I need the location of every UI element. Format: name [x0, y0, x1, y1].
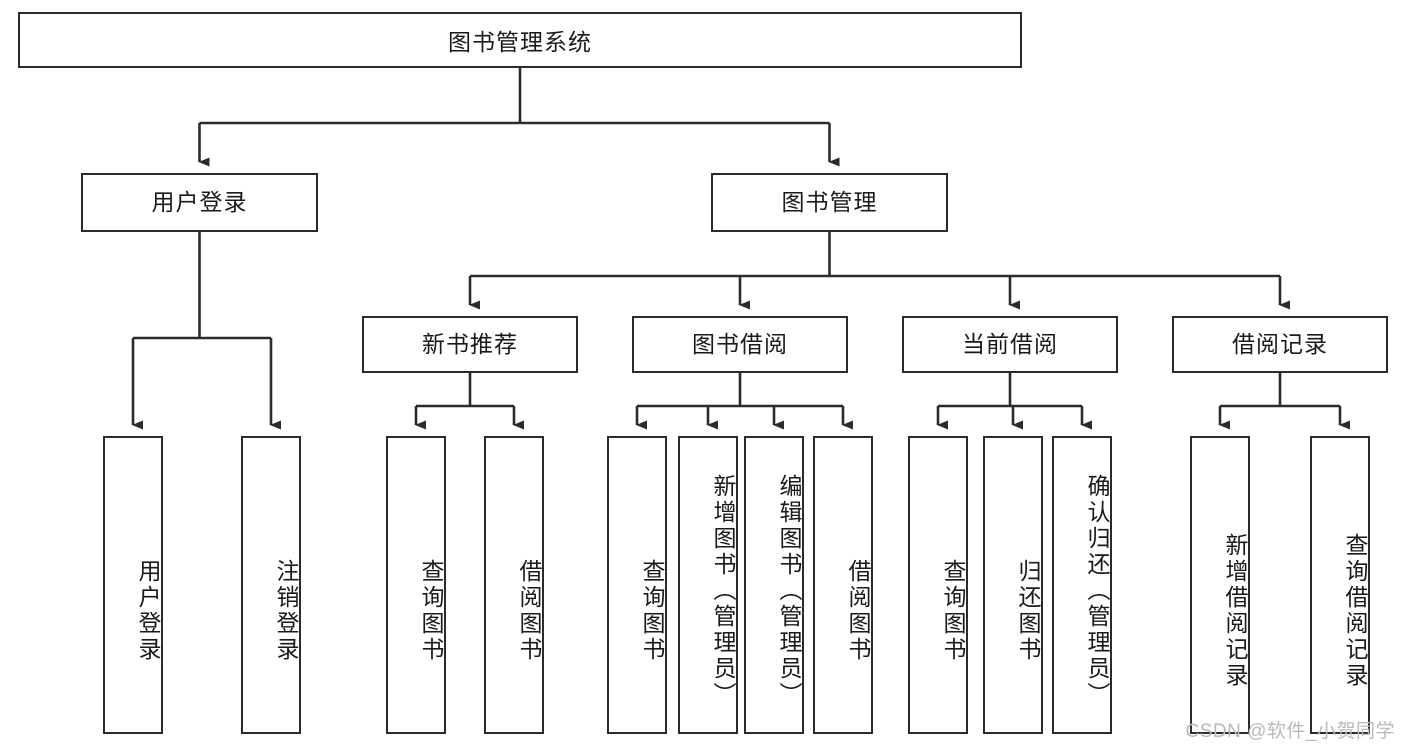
node-leaf-user-logout[interactable]: 注销登录 [241, 436, 301, 734]
node-records[interactable]: 借阅记录 [1172, 316, 1388, 373]
node-leaf-bw-add[interactable]: 新增图书（管理员） [678, 436, 738, 734]
node-label: 图书借阅 [692, 330, 788, 357]
node-leaf-user-login[interactable]: 用户登录 [103, 436, 163, 734]
node-label: 编辑图书（管理员） [776, 474, 802, 708]
node-label: 借阅记录 [1232, 330, 1328, 357]
node-label: 当前借阅 [962, 330, 1058, 357]
node-leaf-nb-borrow[interactable]: 借阅图书 [484, 436, 544, 734]
node-label: 注销登录 [273, 559, 299, 663]
node-label: 查询借阅记录 [1342, 533, 1368, 689]
node-borrow[interactable]: 图书借阅 [632, 316, 848, 373]
node-label: 新增借阅记录 [1222, 533, 1248, 689]
node-label: 用户登录 [151, 188, 248, 215]
node-label: 新书推荐 [422, 330, 518, 357]
node-root[interactable]: 图书管理系统 [18, 12, 1022, 68]
node-label: 查询图书 [639, 559, 665, 663]
node-label: 图书管理系统 [448, 29, 592, 55]
node-newbook[interactable]: 新书推荐 [362, 316, 578, 373]
node-label: 借阅图书 [516, 559, 542, 663]
node-label: 用户登录 [135, 559, 161, 663]
node-leaf-bw-borrow[interactable]: 借阅图书 [813, 436, 873, 734]
node-leaf-cur-confirm[interactable]: 确认归还（管理员） [1052, 436, 1112, 734]
node-leaf-rec-query[interactable]: 查询借阅记录 [1310, 436, 1370, 734]
node-current[interactable]: 当前借阅 [902, 316, 1118, 373]
node-leaf-rec-add[interactable]: 新增借阅记录 [1190, 436, 1250, 734]
node-label: 归还图书 [1015, 559, 1041, 663]
node-leaf-bw-edit[interactable]: 编辑图书（管理员） [744, 436, 804, 734]
node-label: 确认归还（管理员） [1084, 474, 1110, 708]
node-label: 查询图书 [418, 559, 444, 663]
node-label: 新增图书（管理员） [710, 474, 736, 708]
node-label: 查询图书 [940, 559, 966, 663]
csdn-watermark: CSDN @软件_小贺同学 [1185, 721, 1395, 742]
node-leaf-bw-query[interactable]: 查询图书 [607, 436, 667, 734]
node-leaf-nb-query[interactable]: 查询图书 [386, 436, 446, 734]
node-label: 借阅图书 [845, 559, 871, 663]
node-leaf-cur-query[interactable]: 查询图书 [908, 436, 968, 734]
node-bookmgmt[interactable]: 图书管理 [711, 173, 948, 232]
node-login[interactable]: 用户登录 [81, 173, 318, 232]
node-label: 图书管理 [781, 188, 878, 215]
node-leaf-cur-return[interactable]: 归还图书 [983, 436, 1043, 734]
